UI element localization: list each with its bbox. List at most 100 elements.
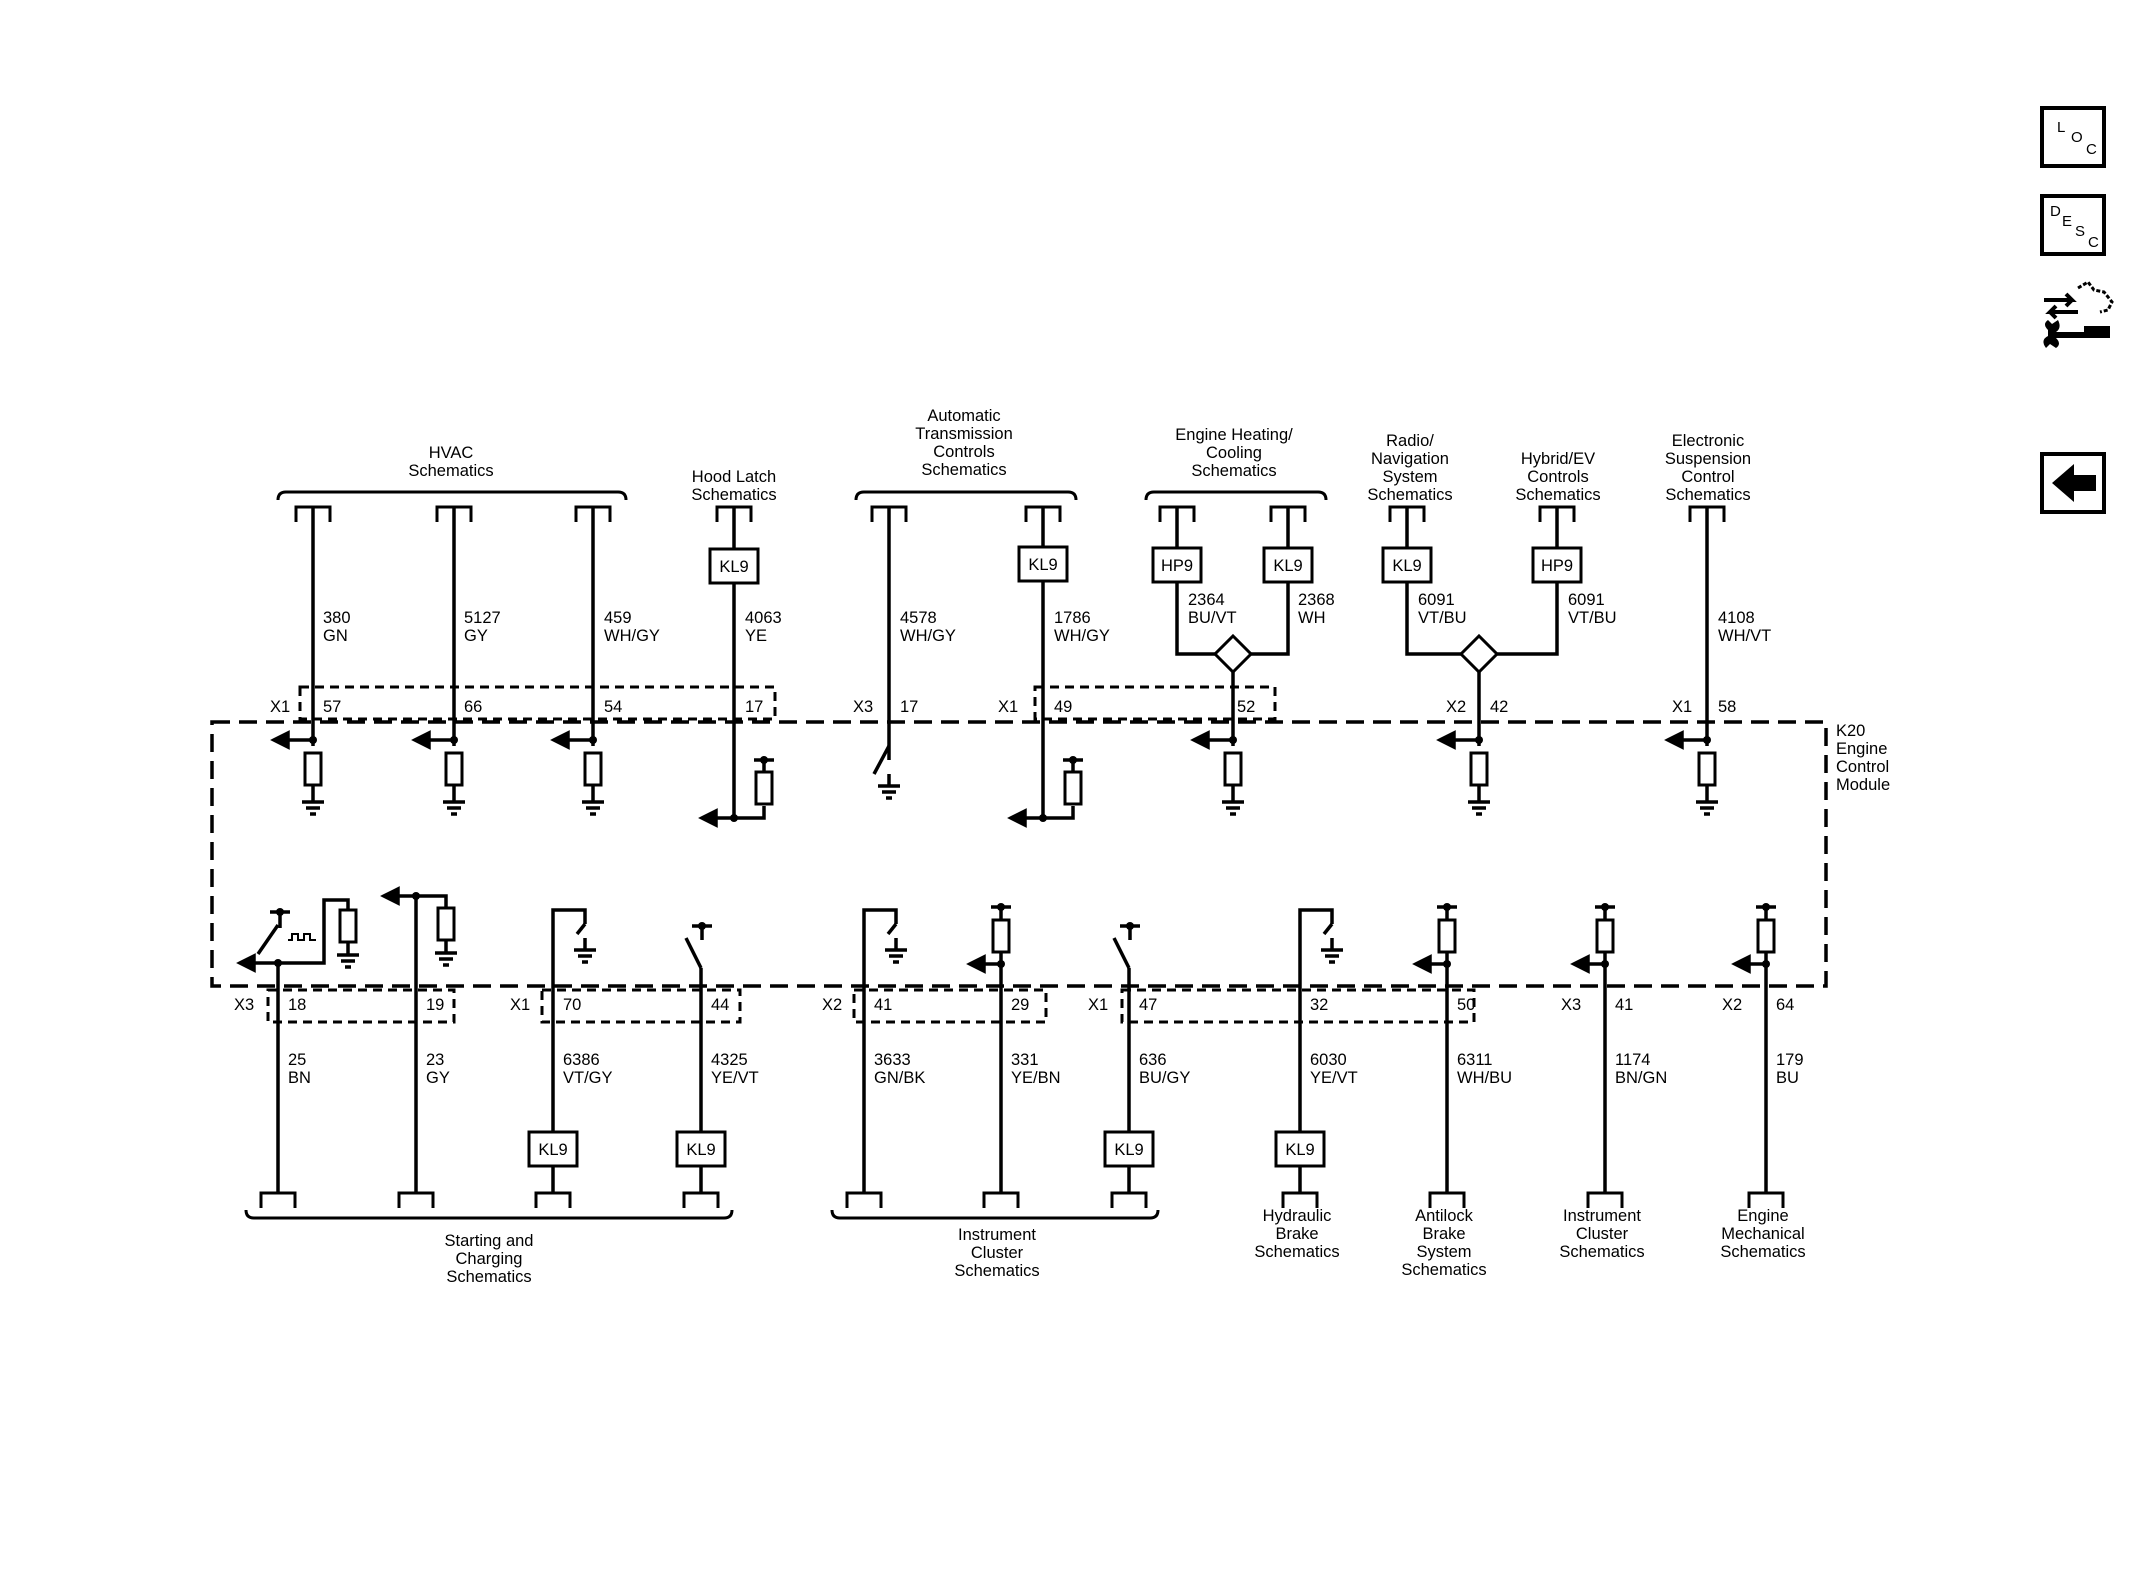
splice-label: KL9 — [538, 1141, 567, 1159]
connector-label: X1 — [270, 698, 290, 716]
pin-label: 64 — [1776, 996, 1794, 1014]
svg-text:Instrument: Instrument — [1563, 1207, 1641, 1225]
svg-text:Schematics: Schematics — [1401, 1261, 1486, 1279]
svg-text:23: 23 — [426, 1051, 444, 1069]
wire-label-2368: 2368 WH — [1298, 591, 1335, 627]
connector-label: X2 — [822, 996, 842, 1014]
group-label-hvac[interactable]: HVAC Schematics — [408, 444, 493, 480]
svg-text:Control: Control — [1681, 468, 1734, 486]
group-label-engine-mechanical[interactable]: Engine Mechanical Schematics — [1720, 1207, 1805, 1261]
svg-text:5127: 5127 — [464, 609, 501, 627]
svg-text:4325: 4325 — [711, 1051, 748, 1069]
svg-text:Engine: Engine — [1737, 1207, 1788, 1225]
top-wire-lines — [311, 507, 1709, 818]
svg-text:BU/VT: BU/VT — [1188, 609, 1237, 627]
wire-label-6091-a: 6091 VT/BU — [1418, 591, 1467, 627]
svg-text:Automatic: Automatic — [927, 407, 1000, 425]
top-splice-boxes — [708, 545, 1583, 585]
svg-text:Engine: Engine — [1836, 740, 1887, 758]
svg-text:BU/GY: BU/GY — [1139, 1069, 1190, 1087]
wire-label-459: 459 WH/GY — [604, 609, 660, 645]
svg-text:System: System — [1382, 468, 1437, 486]
top-connector-symbols — [294, 505, 1726, 522]
wire-label-3633: 3633 GN/BK — [874, 1051, 925, 1087]
svg-text:WH/GY: WH/GY — [604, 627, 660, 645]
connector-label: X3 — [853, 698, 873, 716]
svg-text:6091: 6091 — [1418, 591, 1455, 609]
back-button[interactable] — [2040, 452, 2106, 514]
svg-text:459: 459 — [604, 609, 632, 627]
svg-text:Cooling: Cooling — [1206, 444, 1262, 462]
svg-text:Schematics: Schematics — [921, 461, 1006, 479]
loc-letter: C — [2086, 141, 2097, 158]
pin-label: 58 — [1718, 698, 1736, 716]
svg-text:636: 636 — [1139, 1051, 1167, 1069]
wire-label-23: 23 GY — [426, 1051, 450, 1087]
group-label-hybrid-ev[interactable]: Hybrid/EV Controls Schematics — [1515, 450, 1600, 504]
svg-text:System: System — [1416, 1243, 1471, 1261]
svg-text:Schematics: Schematics — [446, 1268, 531, 1286]
wire-label-1174: 1174 BN/GN — [1615, 1051, 1667, 1087]
group-label-hood-latch[interactable]: Hood Latch Schematics — [691, 468, 776, 504]
pin-label: 29 — [1011, 996, 1029, 1014]
pin-label: 18 — [288, 996, 306, 1014]
splice-label: HP9 — [1161, 557, 1193, 575]
splice-label: HP9 — [1541, 557, 1573, 575]
group-label-electronic-suspension[interactable]: Electronic Suspension Control Schematics — [1665, 432, 1751, 504]
svg-text:2364: 2364 — [1188, 591, 1225, 609]
pin-label: 54 — [604, 698, 622, 716]
wire-label-5127: 5127 GY — [464, 609, 501, 645]
bottom-splice-boxes — [527, 1130, 1326, 1168]
svg-text:Controls: Controls — [933, 443, 994, 461]
wire-label-6030: 6030 YE/VT — [1310, 1051, 1358, 1087]
svg-text:VT/BU: VT/BU — [1568, 609, 1617, 627]
connector-label: X2 — [1446, 698, 1466, 716]
group-label-automatic-transmission[interactable]: Automatic Transmission Controls Schemati… — [915, 407, 1013, 479]
svg-text:3633: 3633 — [874, 1051, 911, 1069]
location-button[interactable]: L O C — [2040, 106, 2106, 168]
connector-view-button[interactable] — [2038, 278, 2114, 352]
wire-label-636: 636 BU/GY — [1139, 1051, 1190, 1087]
group-label-engine-heating-cooling[interactable]: Engine Heating/ Cooling Schematics — [1175, 426, 1293, 480]
pin-label: 49 — [1054, 698, 1072, 716]
connector-label: X1 — [510, 996, 530, 1014]
group-label-instrument-cluster[interactable]: Instrument Cluster Schematics — [954, 1226, 1039, 1280]
connector-label: X3 — [1561, 996, 1581, 1014]
svg-text:Schematics: Schematics — [1367, 486, 1452, 504]
wire-label-4325: 4325 YE/VT — [711, 1051, 759, 1087]
svg-text:GY: GY — [464, 627, 488, 645]
group-label-antilock-brake[interactable]: Antilock Brake System Schematics — [1401, 1207, 1486, 1279]
splice-label: KL9 — [686, 1141, 715, 1159]
svg-text:Suspension: Suspension — [1665, 450, 1751, 468]
svg-text:Brake: Brake — [1275, 1225, 1318, 1243]
pin-label: 42 — [1490, 698, 1508, 716]
pin-label: 52 — [1237, 698, 1255, 716]
wire-label-4108: 4108 WH/VT — [1718, 609, 1771, 645]
desc-letter: D — [2050, 203, 2061, 220]
svg-text:Schematics: Schematics — [1254, 1243, 1339, 1261]
loc-letter: O — [2071, 129, 2083, 146]
svg-text:BN: BN — [288, 1069, 311, 1087]
group-label-starting-charging[interactable]: Starting and Charging Schematics — [445, 1232, 534, 1286]
svg-text:GN/BK: GN/BK — [874, 1069, 925, 1087]
svg-text:YE/BN: YE/BN — [1011, 1069, 1061, 1087]
description-button[interactable]: D E S C — [2040, 194, 2106, 256]
svg-text:6386: 6386 — [563, 1051, 600, 1069]
pin-label: 19 — [426, 996, 444, 1014]
wire-label-4578: 4578 WH/GY — [900, 609, 956, 645]
svg-text:Hybrid/EV: Hybrid/EV — [1521, 450, 1595, 468]
svg-text:Brake: Brake — [1422, 1225, 1465, 1243]
group-label-radio-navigation[interactable]: Radio/ Navigation System Schematics — [1367, 432, 1452, 504]
svg-text:HVAC: HVAC — [429, 444, 474, 462]
svg-text:Schematics: Schematics — [691, 486, 776, 504]
svg-text:Schematics: Schematics — [408, 462, 493, 480]
splice-join-diamonds — [1212, 633, 1500, 675]
svg-text:Hood Latch: Hood Latch — [692, 468, 776, 486]
connector-boxes-bottom — [266, 988, 1476, 1024]
internal-output-circuits — [236, 886, 1776, 1000]
group-label-instrument-cluster-2[interactable]: Instrument Cluster Schematics — [1559, 1207, 1644, 1261]
bottom-braces — [244, 1209, 1160, 1220]
group-label-hydraulic-brake[interactable]: Hydraulic Brake Schematics — [1254, 1207, 1339, 1261]
desc-letter: S — [2075, 223, 2086, 240]
